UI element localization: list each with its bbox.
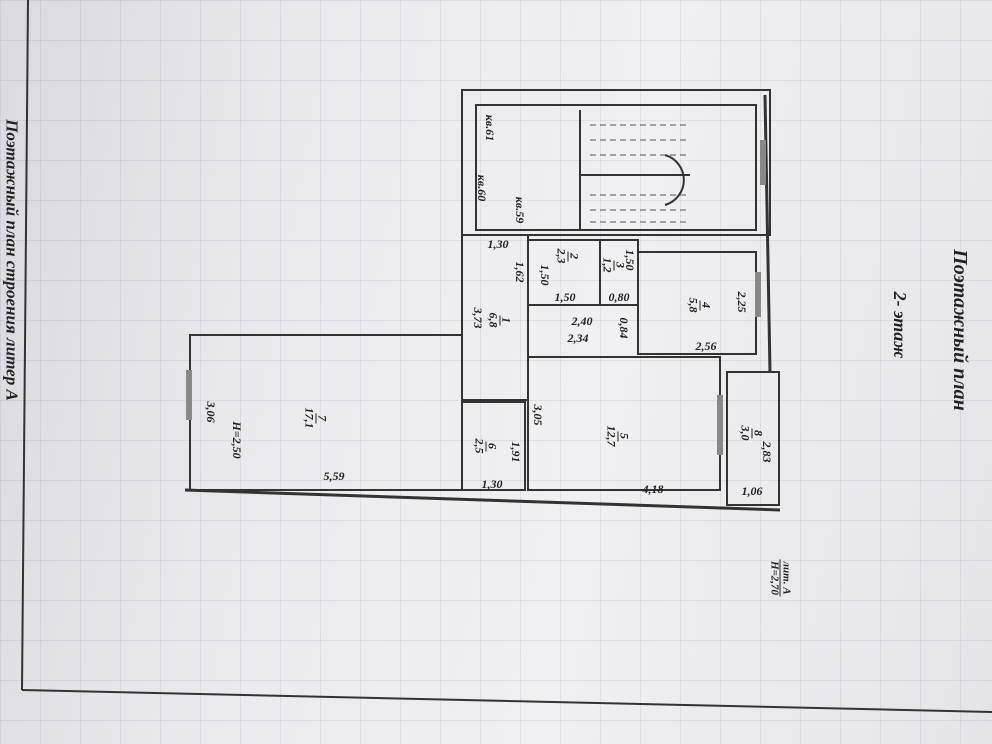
dimension: 3,73 xyxy=(471,307,485,329)
window xyxy=(755,272,761,317)
room-1-hall xyxy=(461,234,529,401)
dimension: 0,84 xyxy=(617,317,631,339)
dimension: 0,80 xyxy=(608,290,630,304)
neighbor-label: кв.60 xyxy=(475,174,489,202)
window xyxy=(760,140,766,185)
dimension: 1,50 xyxy=(538,264,552,286)
page-border-bottom xyxy=(21,689,992,713)
dimension: 2,34 xyxy=(567,331,589,345)
dimension: 1,62 xyxy=(513,261,527,283)
dimension: 1,30 xyxy=(481,477,503,491)
staircase-walls xyxy=(461,89,771,236)
dimension: 3,05 xyxy=(531,404,545,426)
neighbor-label: кв.59 xyxy=(513,196,527,224)
neighbor-label: кв.61 xyxy=(483,114,497,142)
dimension: 4,18 xyxy=(642,482,664,496)
dimension: 2,25 xyxy=(735,291,749,313)
room-5 xyxy=(527,356,721,491)
dimension: 2,40 xyxy=(571,314,593,328)
lit-label: лит. А Н=2,70 xyxy=(768,559,793,597)
dimension: 1,06 xyxy=(741,484,763,498)
room-7-height: Н=2,50 xyxy=(230,421,244,459)
dimension: 1,30 xyxy=(487,237,509,251)
window xyxy=(186,370,192,420)
lit-height: Н=2,70 xyxy=(768,560,781,596)
staircase-inner xyxy=(475,104,757,231)
dimension: 1,91 xyxy=(509,441,523,463)
dimension: 2,56 xyxy=(695,339,717,353)
page-border-left xyxy=(21,0,29,691)
dimension: 2,83 xyxy=(760,441,774,463)
room-8-balcony xyxy=(726,371,780,506)
dimension: 5,59 xyxy=(323,469,345,483)
lit-name: лит. А xyxy=(779,559,793,597)
dimension: 3,06 xyxy=(204,401,218,423)
dimension: 1,50 xyxy=(623,249,637,271)
plan-title: Поэтажный план xyxy=(949,249,971,411)
window xyxy=(717,395,723,455)
floor-label: 2- этаж xyxy=(890,291,910,359)
building-caption: Поэтажный план строения литер А xyxy=(2,119,22,401)
dimension: 1,50 xyxy=(554,290,576,304)
